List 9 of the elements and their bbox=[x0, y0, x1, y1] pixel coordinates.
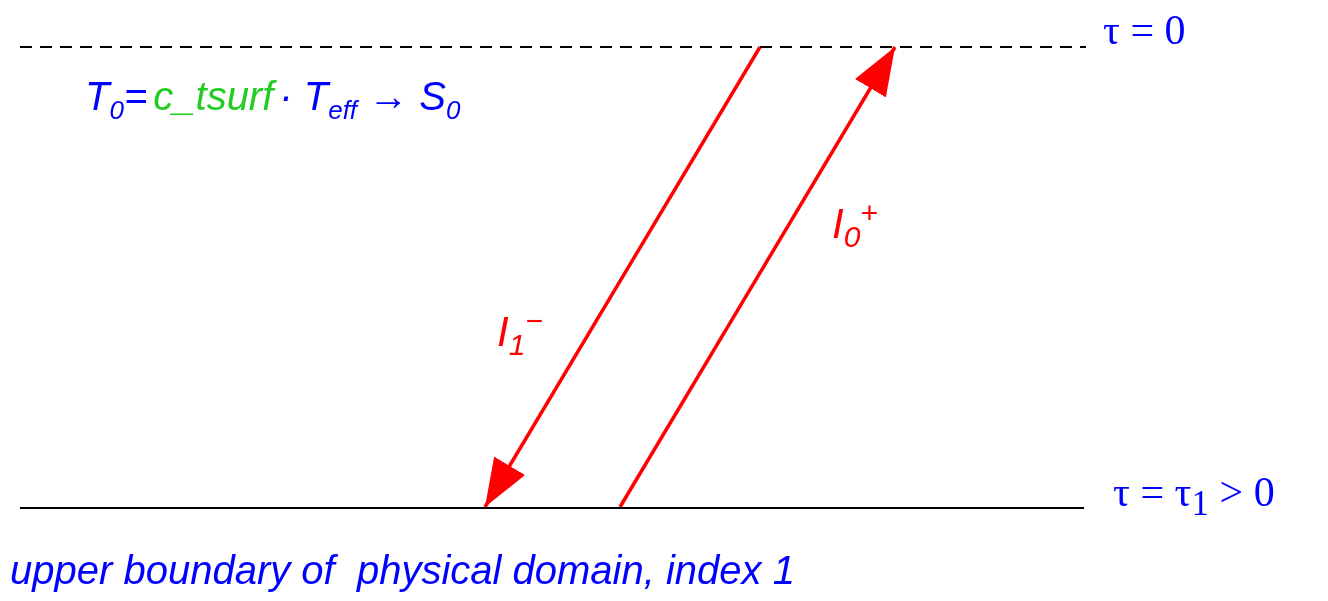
caption: upper boundary of physical domain, index 1 bbox=[10, 548, 795, 593]
formula-text: T$_{0}$= bbox=[85, 74, 148, 126]
depth-label: τ = τ$_{1}$ > 0 bbox=[1113, 468, 1275, 525]
boundary-line bbox=[20, 507, 1084, 509]
depth-label: τ = 0 bbox=[1103, 6, 1186, 54]
arrow bbox=[618, 46, 897, 508]
boundary-line bbox=[20, 46, 1086, 48]
arrow bbox=[483, 46, 762, 508]
formula-text: · T$_{eff}$ → S$_{0}$ bbox=[279, 74, 461, 126]
